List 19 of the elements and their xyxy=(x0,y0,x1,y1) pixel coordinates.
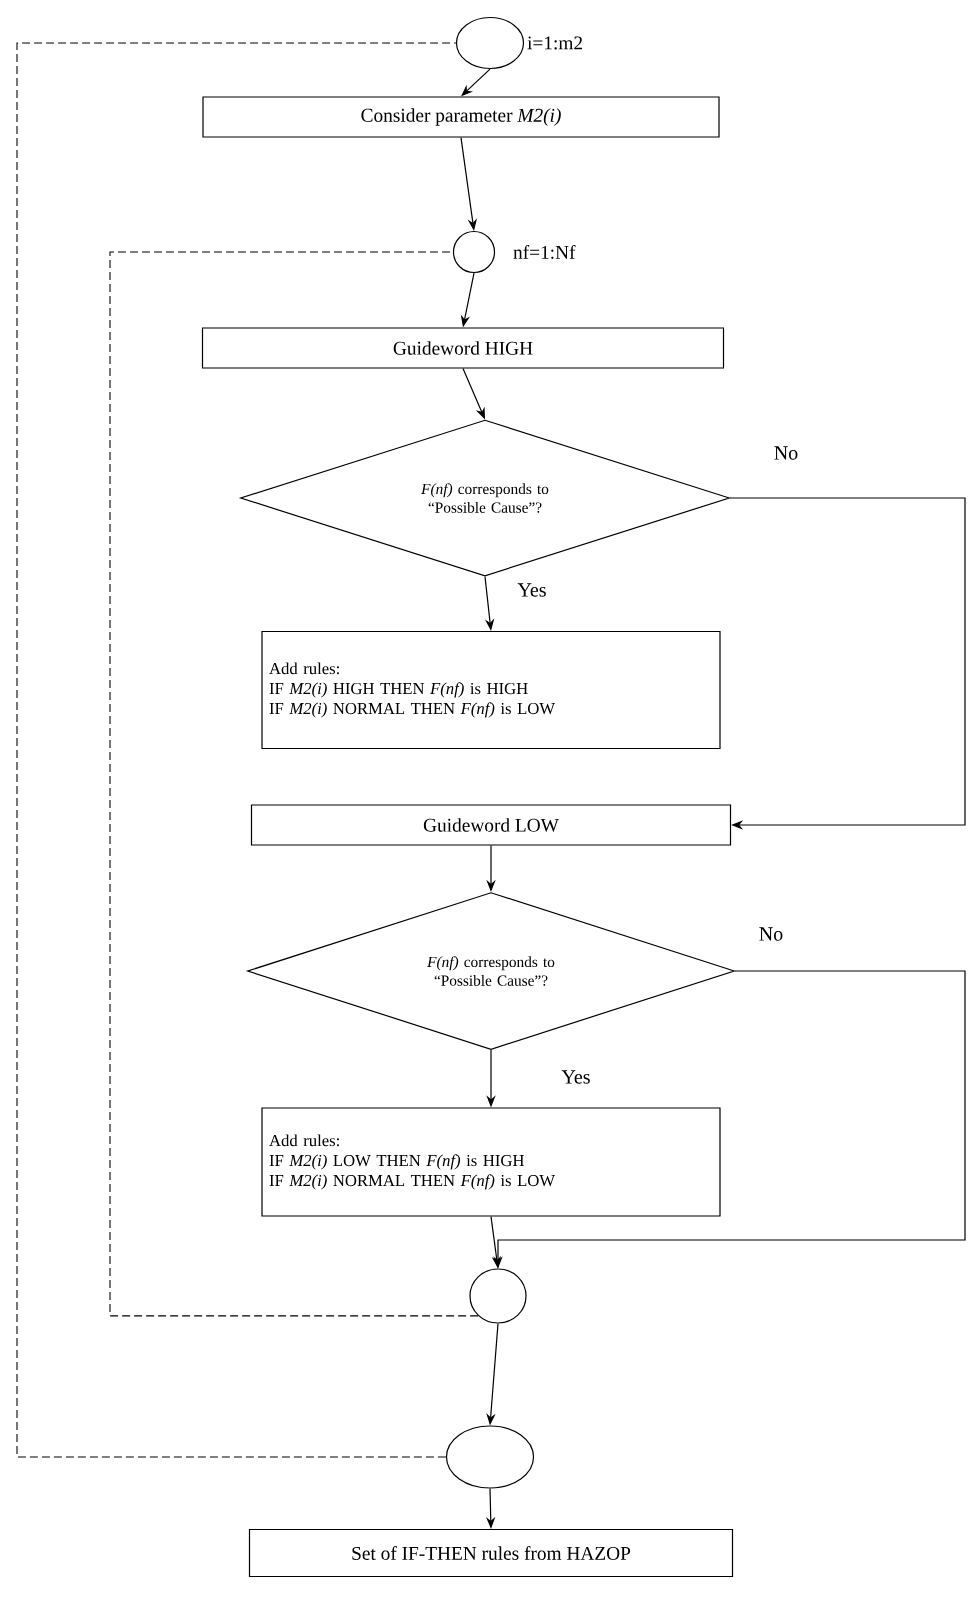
connector-circle xyxy=(445,1425,535,1489)
process-box: Guideword LOW xyxy=(250,804,732,846)
process-box: Add rules: IF M2(i) HIGH THEN F(nf) is HIGH IF M2(i) NORMAL THEN F(nf) is LOW xyxy=(261,630,721,750)
dashed-loop-line xyxy=(109,251,479,1317)
dashed-loop-line xyxy=(16,42,457,1458)
edge-label: Yes xyxy=(560,1069,592,1085)
loop-label: nf=1:Nf xyxy=(513,245,576,259)
arrow xyxy=(729,497,966,830)
process-box: Guideword HIGH xyxy=(201,327,725,369)
connector-circle xyxy=(469,1268,527,1324)
edge-label: No xyxy=(757,926,785,942)
process-box: Add rules: IF M2(i) LOW THEN F(nf) is HIGH IF M2(i) NORMAL THEN F(nf) is LOW xyxy=(261,1107,721,1217)
edge-label: No xyxy=(772,445,800,461)
process-box: Set of IF-THEN rules from HAZOP xyxy=(248,1528,734,1578)
edge-label: Yes xyxy=(516,582,548,598)
process-box: Consider parameter M2(i) xyxy=(202,96,720,138)
loop-label: i=1:m2 xyxy=(527,36,582,50)
connector-circle xyxy=(452,230,496,274)
connector-circle xyxy=(455,16,525,70)
